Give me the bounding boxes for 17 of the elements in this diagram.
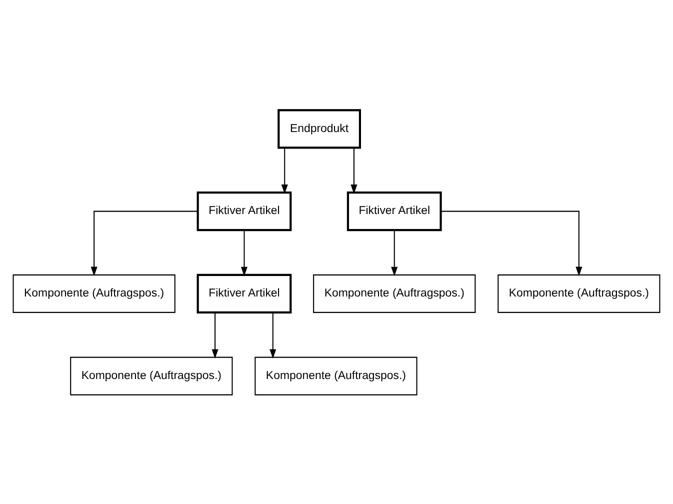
arrow xyxy=(350,148,358,194)
arrow xyxy=(270,312,276,358)
node-box: Komponente (Auftragspos.) xyxy=(254,356,418,395)
arrow xyxy=(212,312,218,358)
node-box: Komponente (Auftragspos.) xyxy=(498,274,660,312)
node-box: Komponente (Auftragspos.) xyxy=(313,274,476,312)
node-box: Fiktiver Artikel xyxy=(346,191,442,231)
arrow xyxy=(391,230,398,276)
node-box: Komponente (Auftragspos.) xyxy=(12,274,176,312)
arrow xyxy=(440,210,582,276)
node-box: Komponente (Auftragspos.) xyxy=(70,356,233,395)
node-box: Fiktiver Artikel xyxy=(196,191,292,231)
arrow xyxy=(90,210,198,276)
arrow xyxy=(240,230,248,276)
node-box: Fiktiver Artikel xyxy=(196,273,292,313)
arrow xyxy=(281,148,288,194)
node-box: Endprodukt xyxy=(278,108,361,148)
